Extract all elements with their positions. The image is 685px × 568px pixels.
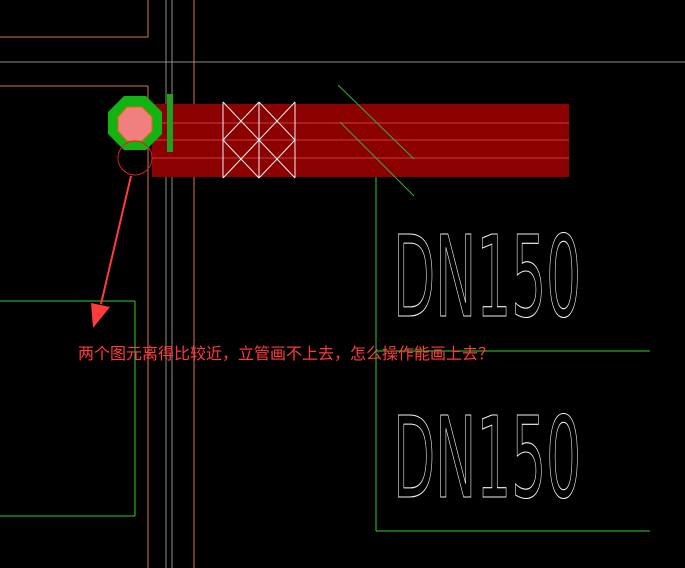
- green-room-lines: [0, 175, 650, 532]
- riser-target-circle[interactable]: [117, 140, 153, 176]
- red-arrow-icon: [91, 175, 132, 328]
- riser-pipe-icon[interactable]: [108, 96, 162, 150]
- diagonal-green-lines: [337, 84, 415, 197]
- gate-valve-icon[interactable]: [222, 101, 296, 179]
- orange-wall-lines: [0, 0, 195, 568]
- riser-marker[interactable]: [167, 94, 173, 152]
- annotation-text: 两个图元离得比较近，立管画不上去，怎么操作能画上去？: [78, 344, 495, 363]
- pipe-size-label-2: DN150: [393, 394, 581, 524]
- pipe-size-label-1: DN150: [393, 213, 581, 343]
- horizontal-pipe[interactable]: [152, 104, 569, 177]
